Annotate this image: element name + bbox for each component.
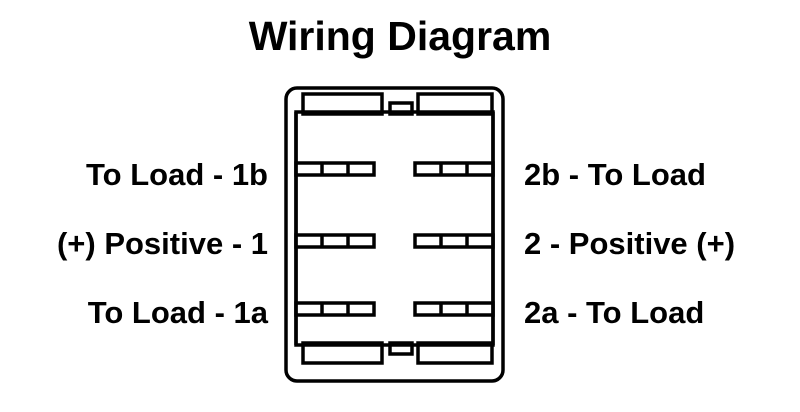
terminal-label-2: 2 - Positive (+) — [524, 226, 736, 261]
top-right-tab — [416, 92, 494, 116]
terminal-blade-1a — [294, 301, 376, 317]
terminal-blade-1b — [294, 161, 376, 177]
left-terminal-labels: To Load - 1b (+) Positive - 1 To Load - … — [0, 140, 280, 347]
right-terminal-labels: 2b - To Load 2 - Positive (+) 2a - To Lo… — [512, 140, 792, 347]
page-title: Wiring Diagram — [248, 13, 552, 59]
terminal-label-1b: To Load - 1b — [86, 157, 268, 192]
terminal-label-1a: To Load - 1a — [87, 295, 268, 330]
terminal-label-2b: 2b - To Load — [524, 157, 706, 192]
bottom-left-tab — [301, 341, 384, 365]
terminal-blade-2b — [413, 161, 495, 177]
terminal-label-1: (+) Positive - 1 — [56, 226, 268, 261]
terminal-blade-2a — [413, 301, 495, 317]
terminal-blade-1 — [294, 233, 376, 249]
switch-body-diagram — [284, 86, 505, 383]
top-left-tab — [301, 92, 384, 116]
bottom-right-tab — [416, 341, 494, 365]
top-center-tab — [388, 101, 414, 116]
terminal-label-2a: 2a - To Load — [524, 295, 705, 330]
terminal-blade-2 — [413, 233, 495, 249]
bottom-center-tab — [388, 341, 414, 356]
